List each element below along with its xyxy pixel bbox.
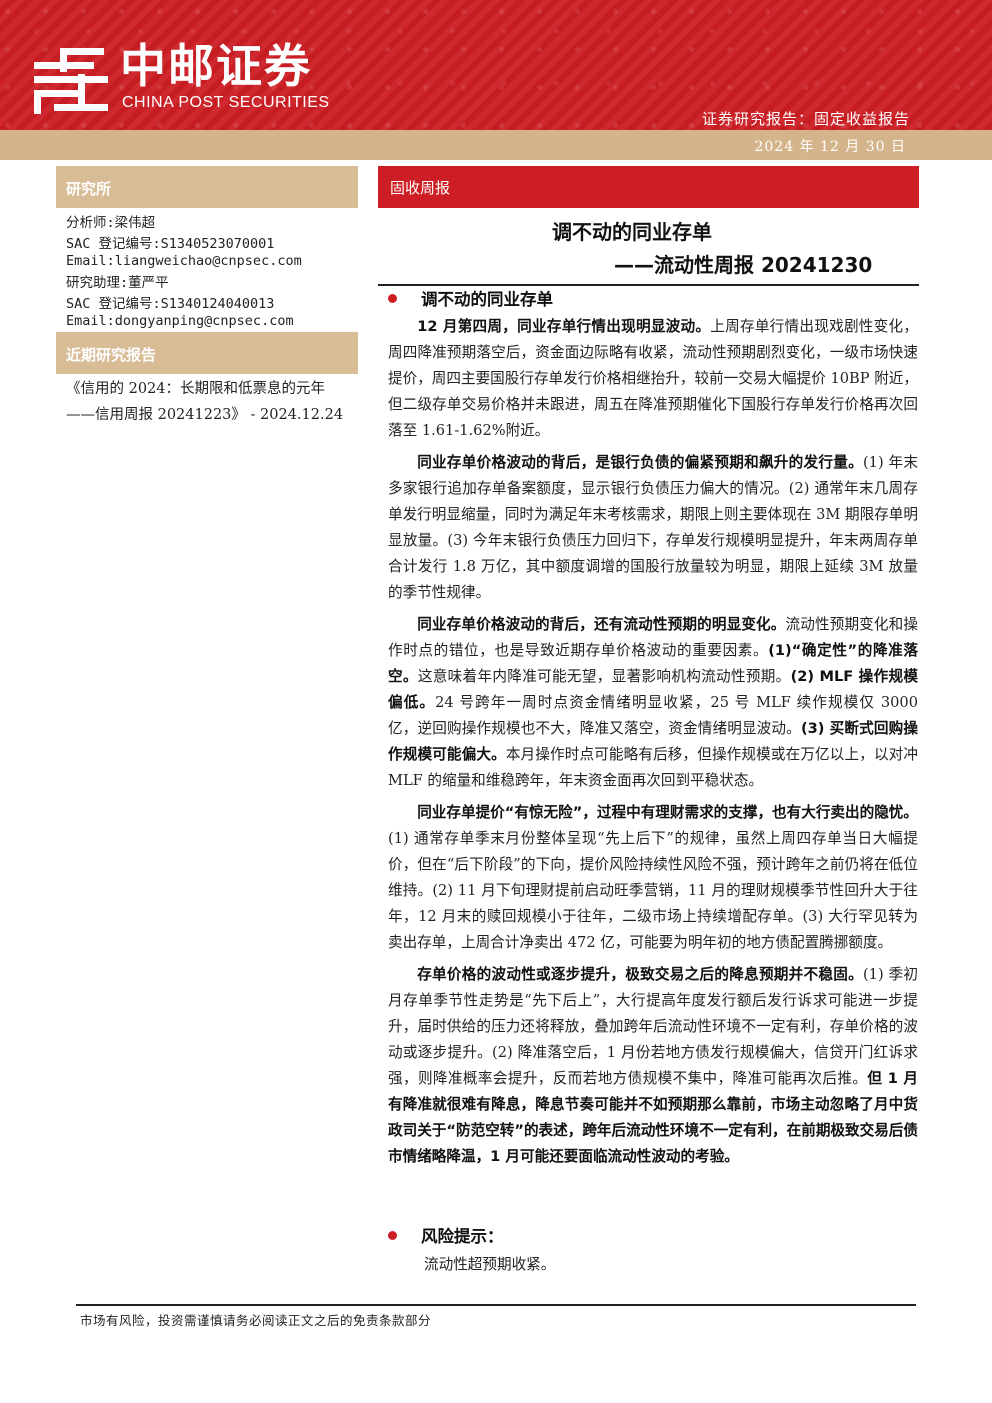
- recent-report-link[interactable]: 《信用的 2024：长期限和低票息的元年 ——信用周报 20241223》 - …: [66, 381, 344, 423]
- risk-body: 流动性超预期收紧。: [388, 1252, 918, 1278]
- bullet-heading-1: 调不动的同业存单: [388, 288, 553, 312]
- analyst-sac: SAC 登记编号:S1340523070001: [66, 236, 275, 252]
- assistant-name: 研究助理:董严平: [66, 275, 169, 291]
- bullet-heading-risk: 风险提示：: [388, 1225, 504, 1249]
- recent-reports-heading: 近期研究报告: [56, 332, 358, 374]
- paragraph-3: 同业存单价格波动的背后，还有流动性预期的明显变化。流动性预期变化和操作时点的错位…: [388, 616, 918, 789]
- bullet-dot-icon: [388, 294, 397, 303]
- report-type: 证券研究报告：固定收益报告: [701, 110, 910, 128]
- paragraph-5: 存单价格的波动性或逐步提升，极致交易之后的降息预期并不稳固。(1) 季初月存单季…: [388, 966, 918, 1165]
- paragraph-1: 12 月第四周，同业存单行情出现明显波动。上周存单行情出现戏剧性变化，周四降准预…: [388, 318, 918, 439]
- institute-heading: 研究所: [56, 166, 358, 208]
- section-label: 固收周报: [390, 179, 451, 197]
- assistant-sac: SAC 登记编号:S1340124040013: [66, 296, 275, 312]
- header-banner: 中邮证券 CHINA POST SECURITIES 证券研究报告：固定收益报告: [0, 0, 992, 130]
- main-body: 12 月第四周，同业存单行情出现明显波动。上周存单行情出现戏剧性变化，周四降准预…: [388, 314, 918, 1170]
- date-bar: 2024 年 12 月 30 日: [0, 130, 992, 160]
- paragraph-4: 同业存单提价“有惊无险”，过程中有理财需求的支撑，也有大行卖出的隐忧。(1) 通…: [388, 804, 918, 951]
- logo-chinese-name: 中邮证券: [120, 39, 312, 93]
- logo-english-name: CHINA POST SECURITIES: [122, 94, 330, 111]
- report-subtitle: ——流动性周报 20241230: [614, 253, 873, 277]
- section-label-bar: 固收周报: [378, 166, 919, 208]
- risk-text: 流动性超预期收紧。: [424, 1256, 556, 1273]
- report-date: 2024 年 12 月 30 日: [754, 139, 906, 155]
- title-divider: [378, 284, 919, 286]
- analyst-name: 分析师:梁伟超: [66, 215, 156, 231]
- footer-disclaimer: 市场有风险，投资需谨慎请务必阅读正文之后的免责条款部分: [80, 1313, 432, 1328]
- analyst-email[interactable]: Email:liangweichao@cnpsec.com: [66, 253, 302, 269]
- china-post-logo-icon: [34, 48, 108, 114]
- footer-divider: [76, 1304, 916, 1306]
- bullet-dot-icon: [388, 1231, 397, 1240]
- report-title: 调不动的同业存单: [552, 220, 712, 244]
- assistant-email[interactable]: Email:dongyanping@cnpsec.com: [66, 313, 294, 329]
- paragraph-2: 同业存单价格波动的背后，是银行负债的偏紧预期和飙升的发行量。(1) 年末多家银行…: [388, 454, 918, 601]
